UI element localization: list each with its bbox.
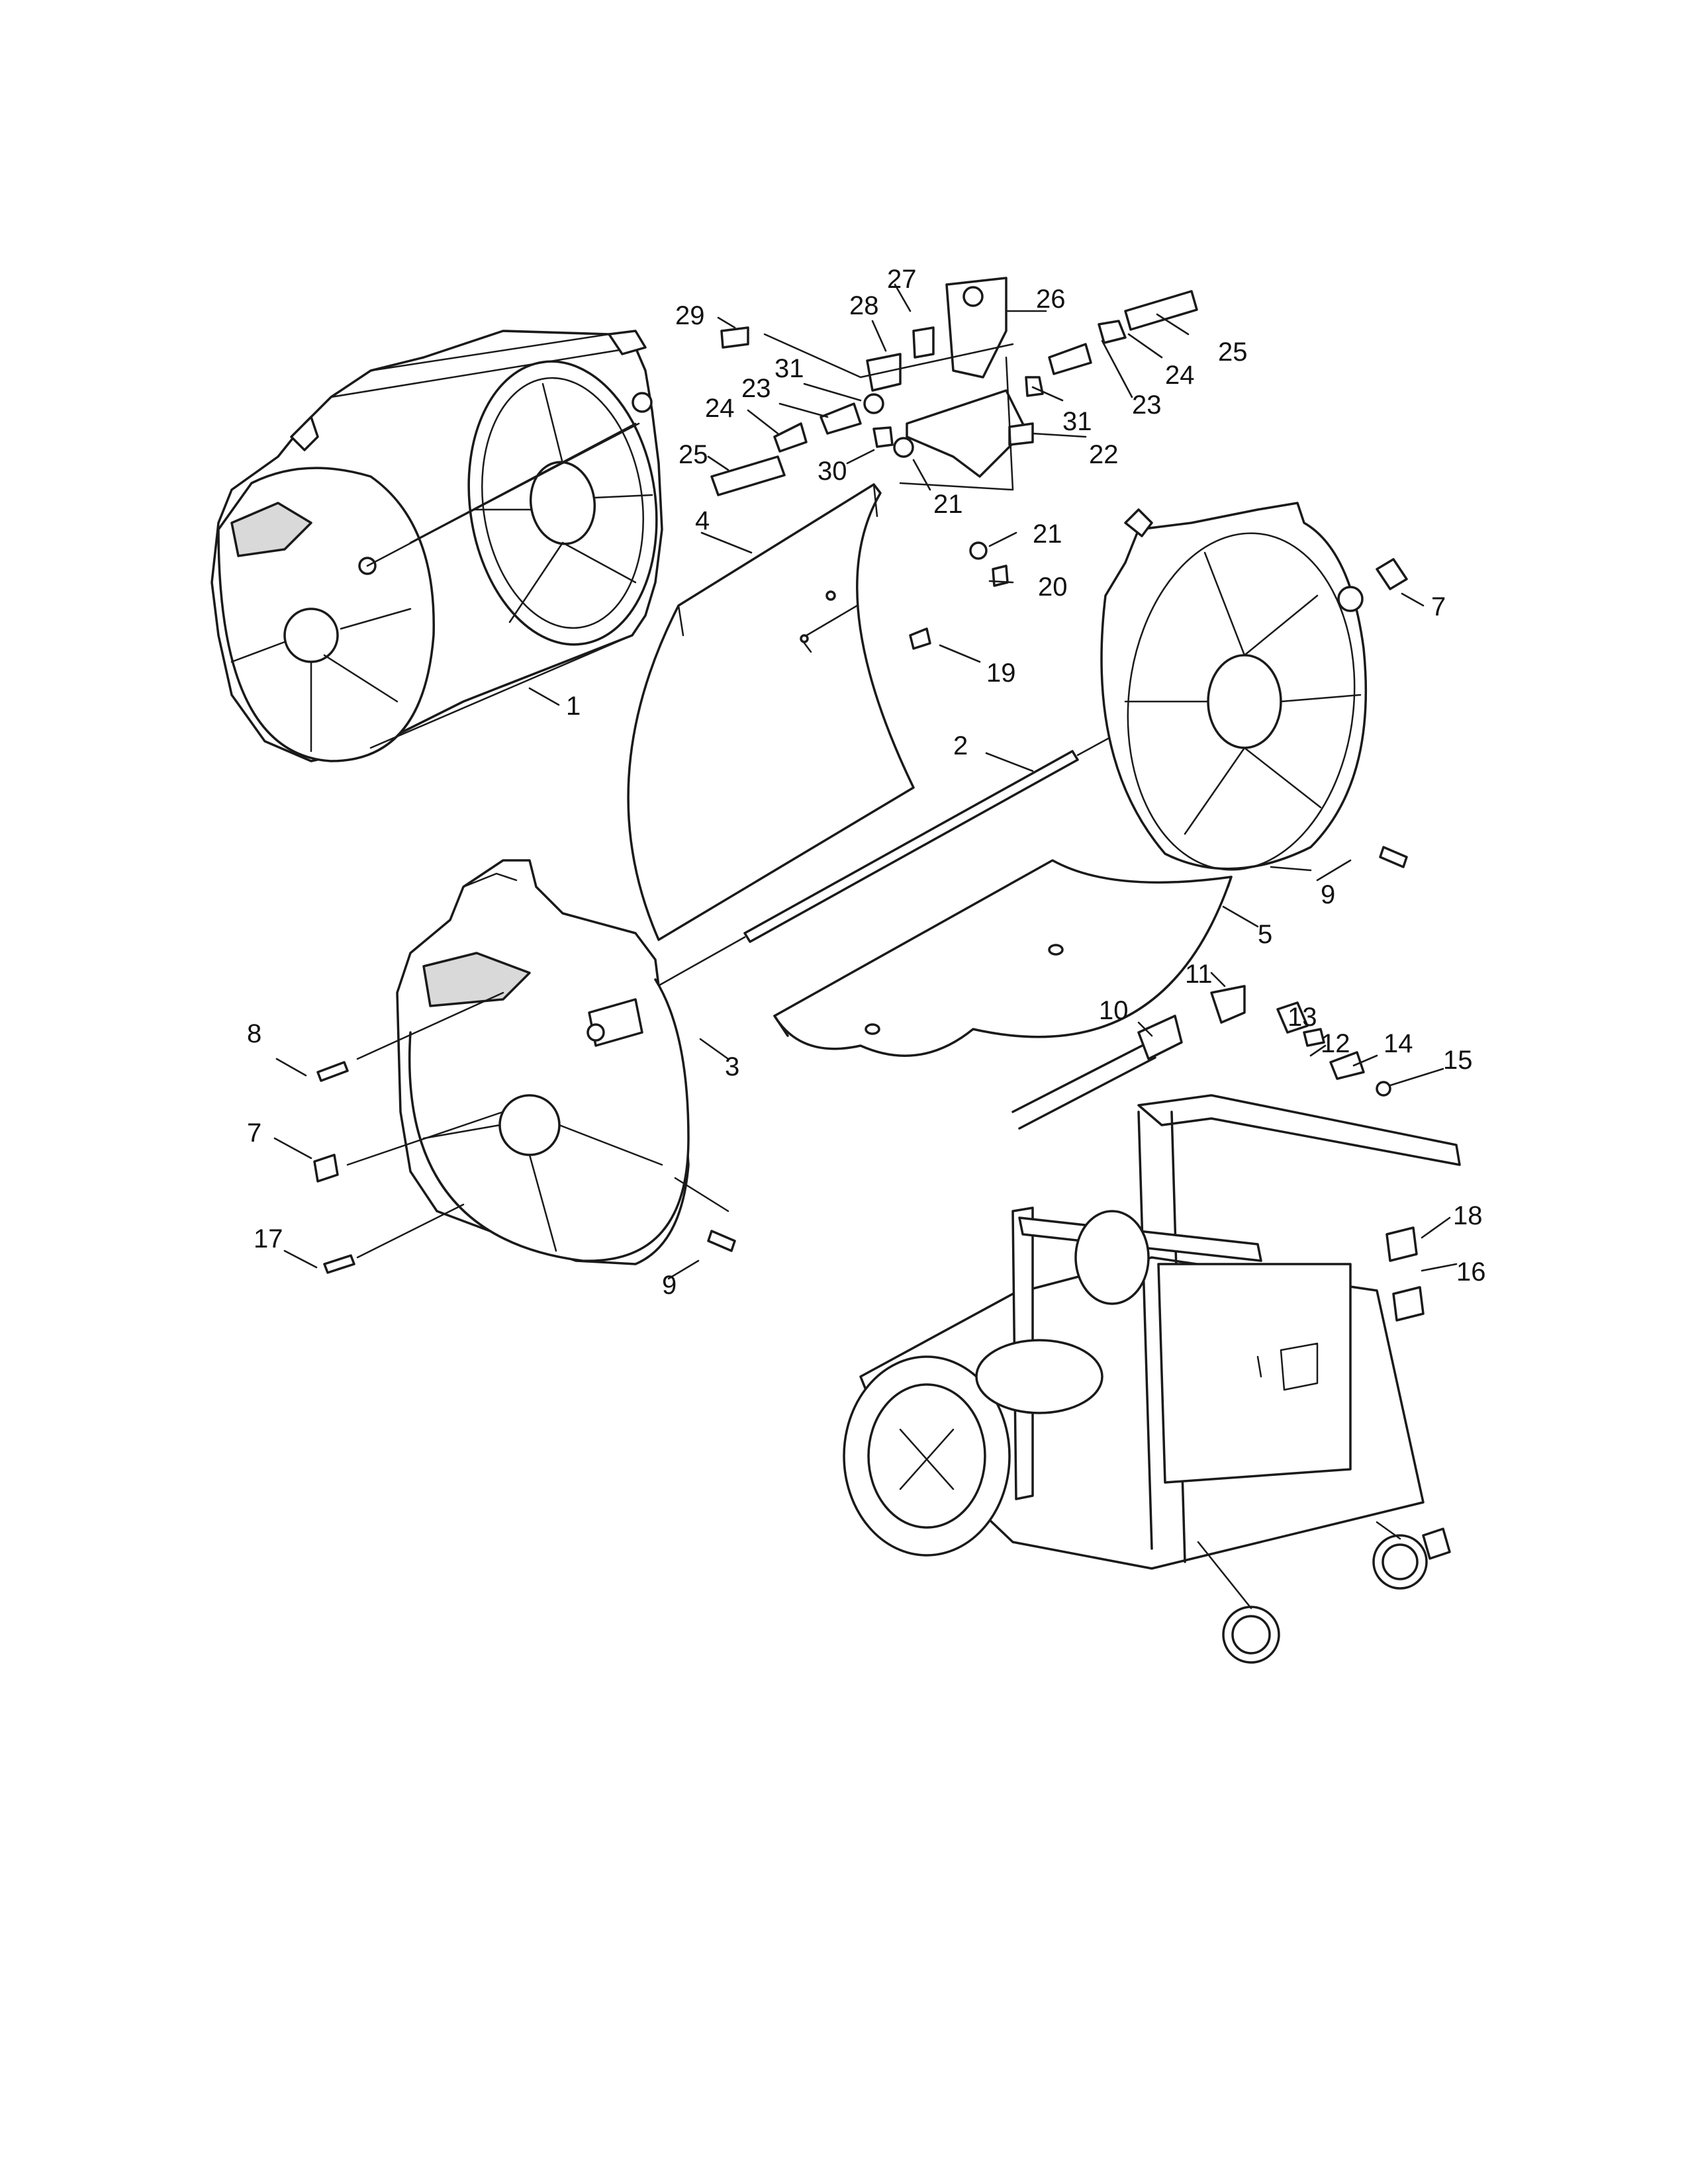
callout-21-lower: 21 xyxy=(1033,520,1062,549)
trolley-cart xyxy=(843,1094,1461,1664)
callout-28: 28 xyxy=(849,291,879,320)
callout-4: 4 xyxy=(695,506,710,535)
callout-24-right: 24 xyxy=(1165,361,1195,390)
callout-19: 19 xyxy=(986,659,1016,688)
callout-31-right: 31 xyxy=(1062,407,1092,436)
callout-13: 13 xyxy=(1288,1003,1317,1032)
leader-lines xyxy=(273,283,1458,1280)
part-5-lower-tray xyxy=(773,859,1233,1057)
part-4-upper-shield xyxy=(627,483,915,941)
callout-8: 8 xyxy=(247,1019,261,1048)
callout-26: 26 xyxy=(1036,285,1066,314)
callout-11: 11 xyxy=(1185,960,1213,989)
callout-14: 14 xyxy=(1383,1029,1413,1058)
callout-21-upper: 21 xyxy=(933,490,963,519)
part-7-front-housing-upper xyxy=(1100,502,1368,872)
callout-31-left: 31 xyxy=(774,354,804,383)
part-3-lower-housing xyxy=(396,859,690,1265)
callout-5: 5 xyxy=(1258,920,1272,949)
callout-10: 10 xyxy=(1099,996,1129,1025)
callout-15: 15 xyxy=(1443,1046,1473,1075)
callout-12: 12 xyxy=(1321,1029,1350,1058)
callout-9-left: 9 xyxy=(662,1271,677,1300)
callout-23-right: 23 xyxy=(1132,390,1162,420)
callout-7-left: 7 xyxy=(247,1118,261,1148)
callout-30: 30 xyxy=(818,457,847,486)
callout-17: 17 xyxy=(254,1224,283,1253)
callout-18: 18 xyxy=(1453,1201,1483,1230)
callout-labels: 1 2 3 4 5 7 7 8 9 9 10 11 12 13 14 15 16… xyxy=(247,265,1486,1300)
callout-24-left: 24 xyxy=(705,394,735,423)
upper-fittings xyxy=(710,277,1198,650)
callout-25-right: 25 xyxy=(1218,338,1248,367)
part-1-rear-housing xyxy=(211,330,663,762)
callout-16: 16 xyxy=(1456,1257,1486,1287)
callout-23-left: 23 xyxy=(741,374,771,403)
fittings-assembly xyxy=(1011,985,1391,1130)
callout-7-right: 7 xyxy=(1431,592,1446,621)
callout-20: 20 xyxy=(1038,572,1068,602)
callout-3: 3 xyxy=(725,1052,739,1081)
callout-27: 27 xyxy=(887,265,917,294)
callout-29: 29 xyxy=(675,301,705,330)
callout-25-left: 25 xyxy=(679,440,708,469)
callout-9-right: 9 xyxy=(1321,880,1335,909)
screws xyxy=(313,558,1425,1322)
callout-2: 2 xyxy=(953,731,968,760)
callout-1: 1 xyxy=(566,692,581,721)
callout-22: 22 xyxy=(1089,440,1119,469)
